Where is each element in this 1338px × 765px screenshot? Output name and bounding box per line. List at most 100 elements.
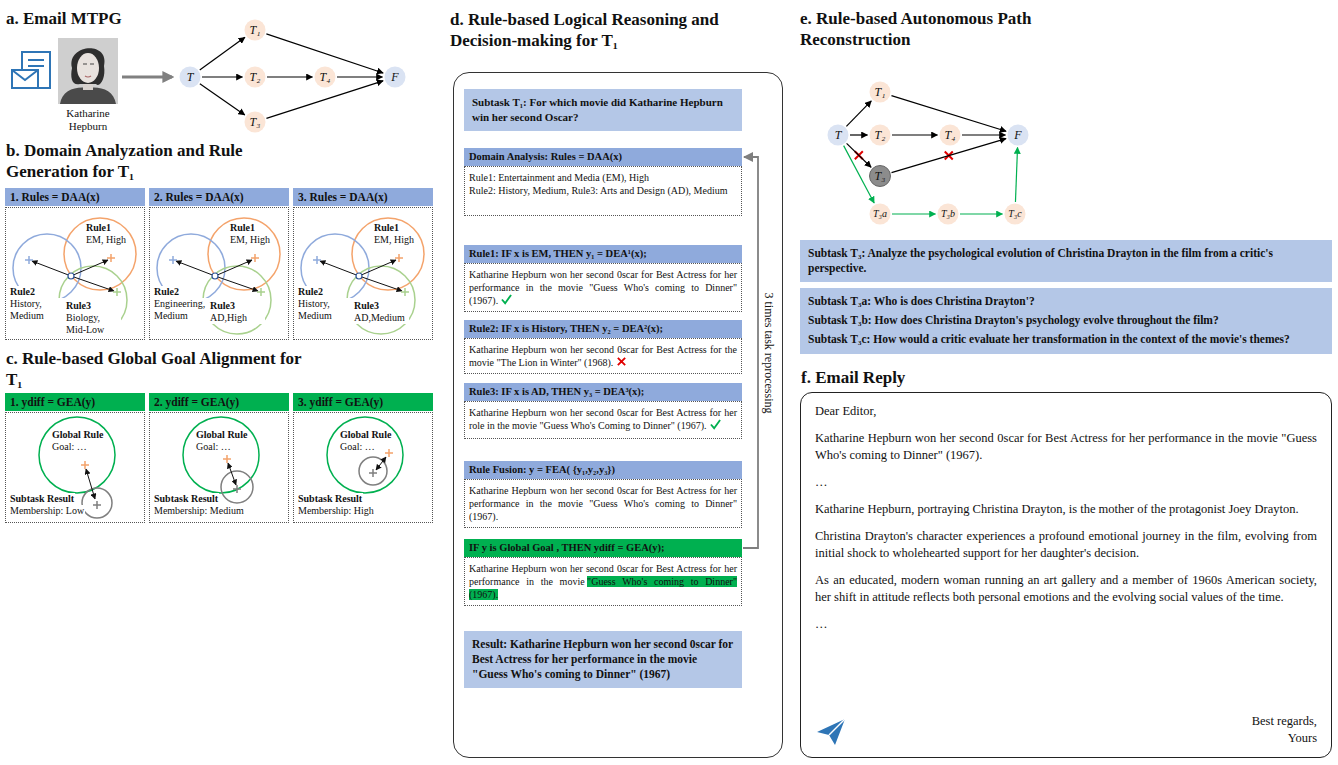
rule-header: Domain Analysis: Rules = DAA(x) <box>464 148 742 166</box>
check-mark <box>710 419 721 430</box>
graph-node: F <box>1007 124 1029 146</box>
node-label: T₁ <box>250 24 261 36</box>
input-arrow <box>122 76 172 79</box>
cross-mark <box>616 356 627 367</box>
rule-header: Rule1: IF x is EM, THEN y₁ = DEA¹(x); <box>464 245 742 263</box>
graph-edge <box>960 213 1003 214</box>
email-paragraph: Dear Editor, <box>815 403 1317 420</box>
graph-node: T₁ <box>244 19 266 41</box>
panel-heading: c. Rule-based Global Goal Alignment for … <box>6 348 306 390</box>
rule-label: AD,Medium <box>353 312 409 324</box>
rule-label: Engineering, Medium <box>153 298 213 322</box>
rule-header: Rule3: IF x is AD, THEN y₃ = DEA³(x); <box>464 383 742 401</box>
graph-node: T <box>827 124 849 146</box>
email-icon <box>12 52 50 88</box>
answer-text: Katharine Hepburn won her second 0scar f… <box>469 344 737 368</box>
goal-alignment <box>327 417 403 493</box>
rule-label: Rule2 <box>9 286 36 298</box>
answer-text: Katharine Hepburn won her second 0scar f… <box>469 269 737 306</box>
graph-edge <box>337 76 383 77</box>
panel-header: 2. Rules = DAA(x) <box>149 188 289 206</box>
email-paragraph: Katharine Hepburn won her second 0scar f… <box>815 430 1317 464</box>
rule-body: Katharine Hepburn won her second 0scar f… <box>464 557 742 606</box>
graph-node: T₁ <box>869 81 891 103</box>
rule-body: Katharine Hepburn won her second 0scar f… <box>464 263 742 312</box>
node-circle <box>938 204 959 225</box>
signature: Best regards,Yours <box>1252 713 1317 747</box>
goal-label: Goal: … <box>51 441 88 453</box>
rule-label: Rule1 <box>85 222 112 234</box>
box-text: Subtask T₃: Analyze the psychological ev… <box>808 246 1324 276</box>
box-text: Subtask T₃a: Who is does Christina Drayt… <box>808 294 1324 309</box>
node-label: T₄ <box>320 71 331 83</box>
node-label: T₃ <box>250 116 261 128</box>
answer-text: Katharine Hepburn won her second 0scar f… <box>469 485 737 522</box>
rule-label: Rule3 <box>65 300 92 312</box>
node-label: T₃ <box>875 170 886 182</box>
rule-body: Katharine Hepburn won her second 0scar f… <box>464 338 742 374</box>
rule-label: AD,High <box>209 312 265 324</box>
graph-node: T₃ <box>869 165 891 187</box>
node-label: T₃a <box>873 209 887 219</box>
graph-edge <box>846 101 871 126</box>
graph-node: F <box>384 66 406 88</box>
graph-edge <box>267 76 313 77</box>
node-label: T₄ <box>945 129 956 141</box>
node-label: T₁ <box>875 86 886 98</box>
rule-label: Rule3 <box>353 300 380 312</box>
goal-label: Global Rule <box>195 429 248 441</box>
graph-edge <box>200 37 245 70</box>
graph-node: T₃b <box>937 203 959 225</box>
rule-label: EM, High <box>373 234 415 246</box>
email-paragraph: … <box>815 616 1317 633</box>
node-circle <box>940 125 961 146</box>
rule-step: Domain Analysis: Rules = DAA(x) Rule1: En… <box>464 148 742 216</box>
panel-header: 1. Rules = DAA(x) <box>5 188 145 206</box>
rule-label: History, Medium <box>297 298 357 322</box>
rule-header: Rule2: IF x is History, THEN y₂ = DEA²(x… <box>464 320 742 338</box>
rule-step: Rule3: IF x is AD, THEN y₃ = DEA³(x); Kat… <box>464 383 742 439</box>
node-circle <box>1005 204 1026 225</box>
cross-mark <box>618 358 625 365</box>
graph-edge <box>850 134 868 135</box>
signature-line: Best regards, <box>1252 713 1317 730</box>
node-circle <box>828 125 849 146</box>
answer-text: Rule1: Entertainment and Media (EM), Hig… <box>469 171 737 184</box>
send-icon <box>817 719 845 745</box>
box-text: Subtask T₃b: How does Christina Drayton'… <box>808 313 1324 328</box>
check-mark <box>501 294 512 305</box>
node-circle <box>870 204 891 225</box>
graph-node: T <box>179 66 201 88</box>
edge-label: 3 times task reprocessing <box>762 290 776 415</box>
node-circle <box>870 166 891 187</box>
graph-edge <box>892 213 936 214</box>
graph-edge <box>1015 147 1017 202</box>
panel-header: 3. ydiff = GEA(y) <box>293 393 433 411</box>
rule-step: IF y is Global Goal , THEN ydiff = GEA(y… <box>464 539 742 606</box>
portrait-photo <box>58 38 118 104</box>
panel-header: 2. ydiff = GEA(y) <box>149 393 289 411</box>
goal-alignment <box>183 417 259 503</box>
graph-edge <box>200 84 245 115</box>
subtask-box: Result: Katharine Hepburn won her second… <box>464 631 742 688</box>
rule-label: Rule3 <box>209 300 236 312</box>
answer-text: Katharine Hepburn won her second 0scar f… <box>469 407 737 431</box>
subtask-box: Subtask T₃a: Who is does Christina Drayt… <box>800 288 1332 354</box>
rule-header: IF y is Global Goal , THEN ydiff = GEA(y… <box>464 539 742 557</box>
rule-label: Biology, Mid-Low <box>65 312 121 336</box>
rule-label: Rule2 <box>153 286 180 298</box>
node-label: T₃c <box>1008 209 1021 219</box>
rule-header: Rule Fusion: y = FEA( {y₁,y₂,y₃}) <box>464 461 742 479</box>
rule-body: Katharine Hepburn won her second 0scar f… <box>464 401 742 439</box>
graph-edge <box>847 143 871 167</box>
graph-node: T₃c <box>1004 203 1026 225</box>
node-circle <box>385 67 406 88</box>
panel-header: 1. ydiff = GEA(y) <box>5 393 145 411</box>
graph-node: T₃ <box>244 111 266 133</box>
node-circle <box>180 67 201 88</box>
goal-label: Subtask Result <box>153 493 219 505</box>
node-label: T₃b <box>941 209 955 219</box>
node-circle <box>245 67 266 88</box>
goal-label: Membership: High <box>297 505 375 517</box>
